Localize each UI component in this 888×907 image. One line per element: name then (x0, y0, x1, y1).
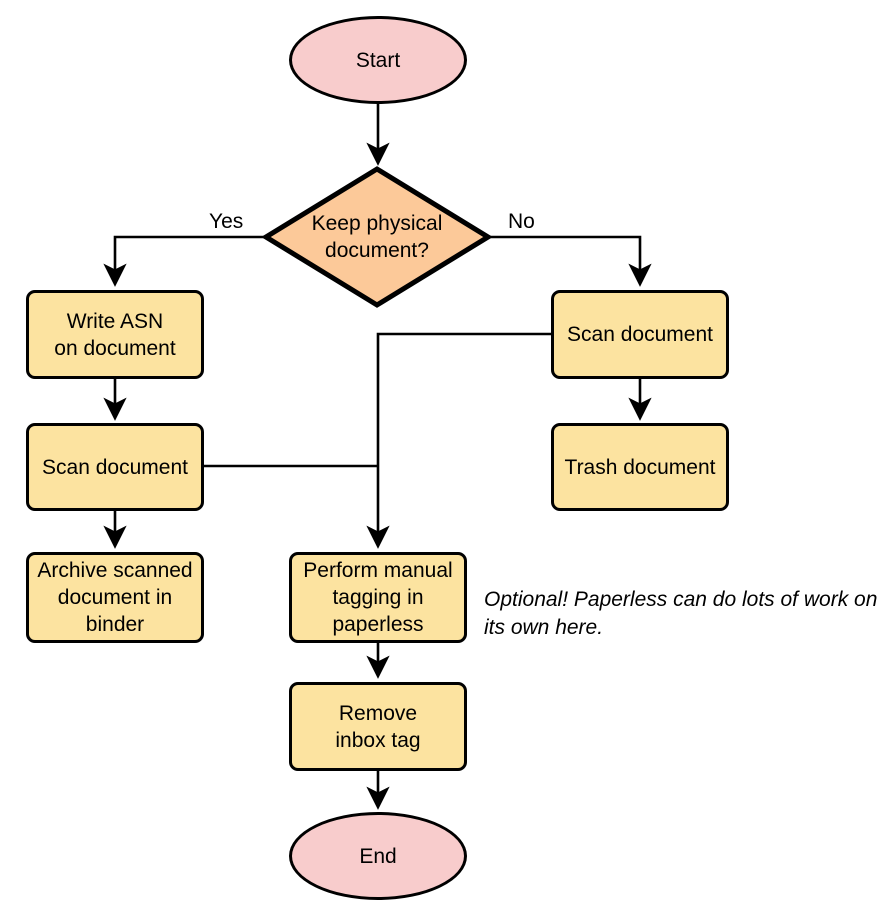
node-start-label: Start (355, 48, 401, 72)
node-start[interactable]: Start (289, 16, 467, 104)
node-decision-label: Keep physical document? (311, 212, 443, 262)
node-perform-manual-tagging-in-paperless[interactable]: Perform manual tagging in paperless (289, 552, 467, 643)
node-manual-tagging-label: Perform manual tagging in paperless (303, 559, 453, 636)
node-write-asn-label: Write ASN on document (54, 309, 176, 360)
note-optional-paperless: Optional! Paperless can do lots of work … (484, 588, 878, 639)
node-end-label: End (359, 844, 397, 868)
node-trash-document-label: Trash document (564, 455, 716, 479)
node-scan-document-right[interactable]: Scan document (551, 290, 729, 379)
node-scan-document-left[interactable]: Scan document (26, 423, 204, 511)
node-archive-scanned-document-in-binder[interactable]: Archive scanned document in binder (26, 552, 204, 643)
node-remove-inbox-tag[interactable]: Remove inbox tag (289, 682, 467, 771)
edge-decision-yes-to-write-asn (103, 235, 265, 287)
node-scan-document-right-label: Scan document (567, 323, 713, 346)
edge-scan-right-to-manual-tagging (366, 332, 551, 549)
node-scan-document-left-label: Scan document (42, 455, 188, 479)
node-trash-document[interactable]: Trash document (551, 423, 729, 511)
node-archive-binder-label: Archive scanned document in binder (37, 559, 193, 636)
node-decision-keep-physical-document[interactable]: Keep physical document? (263, 166, 491, 308)
edge-decision-no-to-scan-right (490, 235, 652, 287)
edge-label-no: No (508, 210, 535, 233)
node-end[interactable]: End (289, 812, 467, 900)
node-write-asn-on-document[interactable]: Write ASN on document (26, 290, 204, 379)
diamond-shape (263, 166, 491, 308)
node-remove-inbox-tag-label: Remove inbox tag (335, 701, 421, 752)
edge-label-yes: Yes (209, 210, 244, 233)
